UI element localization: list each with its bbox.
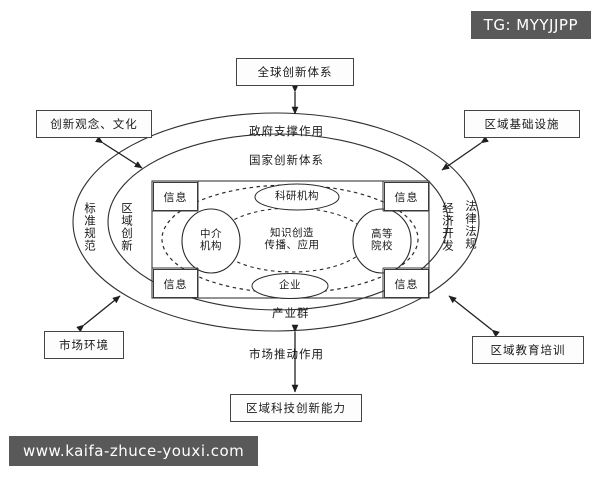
middle-ring-top-label: 国家创新体系 xyxy=(249,153,324,167)
node-label-university-line2: 院校 xyxy=(371,239,393,252)
info-box-top-left[interactable]: 信息 xyxy=(153,182,198,211)
info-box-label: 信息 xyxy=(163,190,188,204)
center-node-line1: 知识创造 xyxy=(270,227,314,239)
tg-watermark-badge: TG: MYYJJPP xyxy=(470,11,591,39)
info-box-label: 信息 xyxy=(394,277,419,291)
center-node-line2: 传播、应用 xyxy=(264,238,320,251)
middle-ring-left-label: 区域创新 xyxy=(120,202,134,252)
university-node-circle xyxy=(352,208,412,274)
node-label-intermediary-line2: 机构 xyxy=(200,239,222,252)
outer-ring-bottom-label: 市场推动作用 xyxy=(249,347,324,361)
node-label-university-line1: 高等 xyxy=(371,228,393,240)
outer-ring-left-label: 标准规范 xyxy=(83,202,97,252)
node-label-enterprise: 企业 xyxy=(279,279,301,291)
node-label-research-institutes: 科研机构 xyxy=(275,190,319,202)
external-box-regional-innovation-capability[interactable]: 区域科技创新能力 xyxy=(230,394,362,422)
connector-bottom-left xyxy=(76,295,121,333)
external-box-label: 全球创新体系 xyxy=(257,65,333,79)
research-node-ellipse xyxy=(254,183,340,211)
external-box-label: 市场环境 xyxy=(59,338,109,352)
info-box-label: 信息 xyxy=(163,277,188,291)
connector-top-left xyxy=(95,136,143,169)
info-box-bottom-right[interactable]: 信息 xyxy=(384,269,429,298)
external-box-label: 区域科技创新能力 xyxy=(246,401,346,415)
external-box-label: 区域教育培训 xyxy=(490,343,566,357)
intermediary-node-circle xyxy=(181,208,241,274)
node-label-knowledge-creation: 知识创造 传播、应用 xyxy=(262,227,322,252)
outer-ring-right-label: 法律法规 xyxy=(464,200,478,250)
info-box-label: 信息 xyxy=(394,190,419,204)
external-box-global-innovation-system[interactable]: 全球创新体系 xyxy=(236,58,354,86)
middle-ring-bottom-label: 产业群 xyxy=(272,306,310,320)
connector-top-right xyxy=(441,136,489,171)
info-box-top-right[interactable]: 信息 xyxy=(384,182,429,211)
external-box-market-environment[interactable]: 市场环境 xyxy=(44,331,124,359)
external-box-regional-education[interactable]: 区域教育培训 xyxy=(472,336,584,364)
node-label-university: 高等 院校 xyxy=(370,228,394,253)
middle-ellipse xyxy=(107,133,449,311)
connector-bottom-right xyxy=(448,295,500,338)
node-label-intermediary: 中介 机构 xyxy=(199,228,223,253)
info-box-bottom-left[interactable]: 信息 xyxy=(153,269,198,298)
node-label-intermediary-line1: 中介 xyxy=(200,228,222,240)
outer-ring-top-label: 政府支撑作用 xyxy=(249,124,324,138)
external-box-regional-infrastructure[interactable]: 区域基础设施 xyxy=(464,110,580,138)
external-box-label: 创新观念、文化 xyxy=(50,117,138,131)
outer-ellipse xyxy=(72,112,480,332)
site-watermark-badge: www.kaifa-zhuce-youxi.com xyxy=(9,436,259,466)
middle-ring-right-label: 经济开发 xyxy=(441,202,455,252)
enterprise-node-ellipse xyxy=(251,273,329,299)
external-box-innovation-culture[interactable]: 创新观念、文化 xyxy=(36,110,152,138)
external-box-label: 区域基础设施 xyxy=(484,117,560,131)
